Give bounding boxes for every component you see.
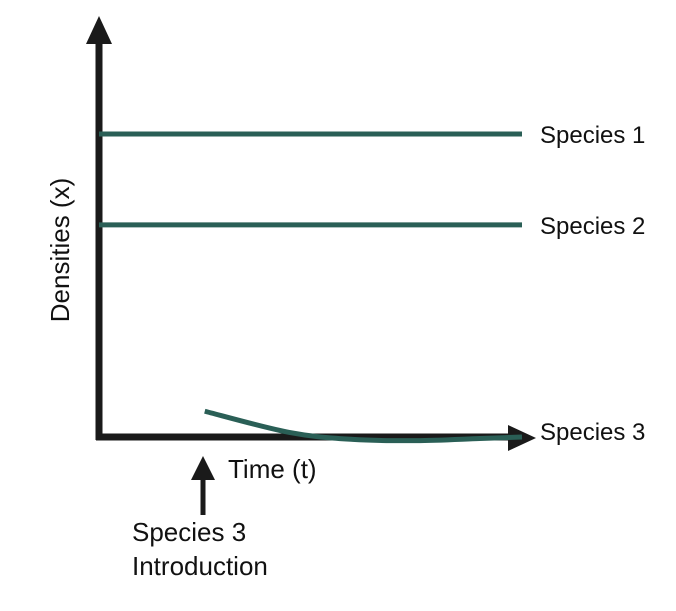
series-label-species-3: Species 3: [540, 419, 645, 446]
annotation-line-1: Species 3: [132, 517, 246, 547]
series-label-species-1: Species 1: [540, 122, 645, 149]
series-line-3: [204, 408, 523, 444]
series-label-species-2: Species 2: [540, 213, 645, 240]
introduction-arrow-head: [191, 456, 215, 480]
y-axis-label: Densities (x): [45, 178, 75, 322]
x-axis-label: Time (t): [228, 454, 317, 484]
y-axis-arrowhead: [86, 16, 112, 44]
annotation-line-2: Introduction: [132, 551, 268, 581]
series-layer: [99, 131, 523, 444]
